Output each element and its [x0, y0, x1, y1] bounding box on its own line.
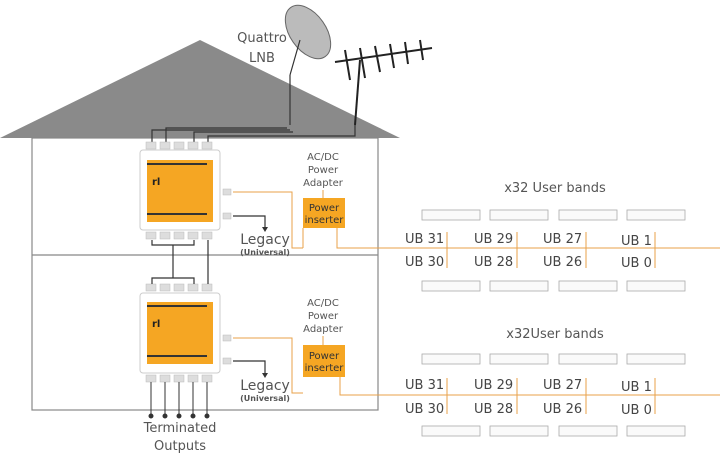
legacy-label-top: Legacy — [240, 232, 290, 248]
terrestrial-antenna-icon — [334, 39, 433, 126]
adapter-label-bottom: AC/DC — [307, 298, 339, 309]
user-bands-title-bottom: x32User bands — [506, 327, 604, 342]
house-walls — [31, 137, 379, 411]
svg-text:Legacy(Universal): Legacy(Universal) — [240, 378, 290, 403]
set-top-boxes-bottom — [421, 353, 686, 437]
satellite-dish-icon — [284, 4, 332, 125]
power-inserter-top — [303, 198, 345, 228]
ub-label: UB 0 — [621, 256, 652, 271]
legacy-label-bottom: Legacy — [240, 378, 290, 394]
ub-label: UB 30 — [405, 402, 444, 417]
legacy-wire-top — [233, 215, 266, 228]
user-bands-title-top: x32 User bands — [504, 181, 606, 196]
svg-text:rl: rl — [152, 177, 160, 188]
lnb-label: Quattro — [237, 31, 287, 46]
svg-text:rl: rl — [152, 319, 160, 330]
ub-label: UB 31 — [405, 378, 444, 393]
ub-label: UB 31 — [405, 232, 444, 247]
multiswitch-top: rl — [139, 141, 232, 240]
dcss-line-top — [233, 191, 720, 249]
set-top-boxes-top — [421, 209, 686, 292]
ub-label: UB 28 — [474, 255, 513, 270]
adapter-label-top: AC/DC — [307, 152, 339, 163]
ub-label: UB 30 — [405, 255, 444, 270]
ub-label: UB 1 — [621, 380, 652, 395]
ub-label: UB 27 — [543, 232, 582, 247]
cascade-wires — [151, 240, 209, 284]
multiswitch-bottom: rl — [139, 283, 232, 383]
dcss-line-bottom — [233, 337, 720, 396]
terminated-outputs-label: Terminated — [143, 421, 217, 436]
ub-label: UB 1 — [621, 234, 652, 249]
ub-label: UB 26 — [543, 402, 582, 417]
ub-label: UB 29 — [474, 378, 513, 393]
lnb-feed-wires — [151, 125, 356, 145]
svg-text:Legacy(Universal): Legacy(Universal) — [240, 232, 290, 257]
ub-label: UB 29 — [474, 232, 513, 247]
legacy-wire-bottom — [233, 360, 266, 374]
terminated-outputs — [148, 382, 210, 419]
roof — [0, 40, 400, 138]
ub-label: UB 27 — [543, 378, 582, 393]
ub-label: UB 0 — [621, 403, 652, 418]
ub-label: UB 26 — [543, 255, 582, 270]
ub-label: UB 28 — [474, 402, 513, 417]
power-inserter-bottom — [303, 345, 345, 377]
